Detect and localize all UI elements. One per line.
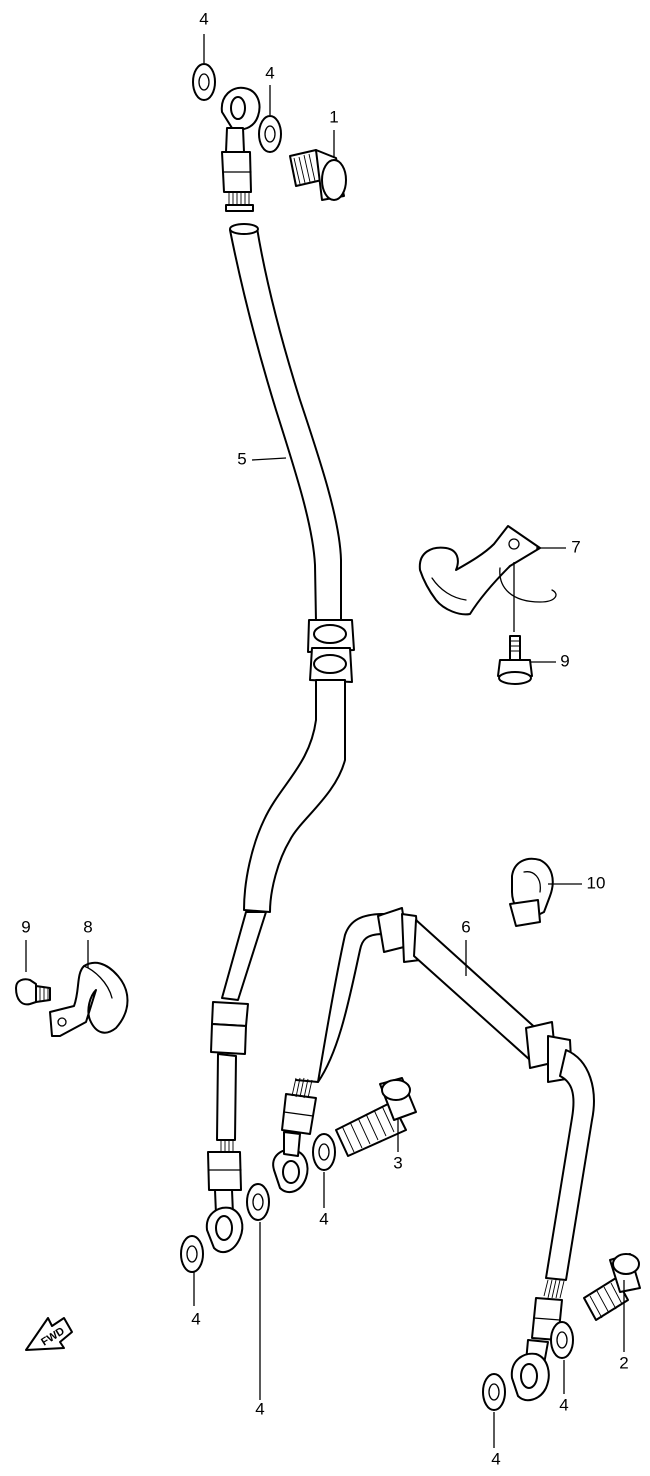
bolt-9-left [15,978,51,1006]
brake-hose-6 [272,907,595,1402]
callout-9: 9 [560,651,569,670]
clamp-7 [418,525,557,616]
callout-4: 4 [255,1399,264,1418]
callout-4: 4 [265,63,274,82]
callout-1: 1 [329,107,338,126]
callout-4: 4 [319,1209,328,1228]
washer-4 [180,63,574,1411]
callout-6: 6 [461,917,470,936]
clamp-8 [49,961,129,1037]
union-bolt-2 [583,1253,641,1321]
bolt-9-right [497,635,533,685]
callout-3: 3 [393,1153,402,1172]
callout-numbers: 4 4 1 5 7 9 10 6 8 9 3 4 4 4 2 4 4 [21,9,628,1468]
callout-2: 2 [619,1353,628,1372]
callout-8: 8 [83,917,92,936]
forward-arrow-icon: FWD [25,1317,73,1351]
callout-4: 4 [491,1449,500,1468]
clamp-10 [509,857,554,927]
callout-5: 5 [237,449,246,468]
brake-hose-5 [205,86,355,1254]
callout-4: 4 [191,1309,200,1328]
callout-9: 9 [21,917,30,936]
callout-4: 4 [199,9,208,28]
callout-4: 4 [559,1395,568,1414]
callout-7: 7 [571,537,580,556]
union-bolt-3 [335,1077,417,1157]
leader-lines [25,34,625,1448]
callout-10: 10 [587,873,606,892]
union-bolt-1 [289,149,347,201]
